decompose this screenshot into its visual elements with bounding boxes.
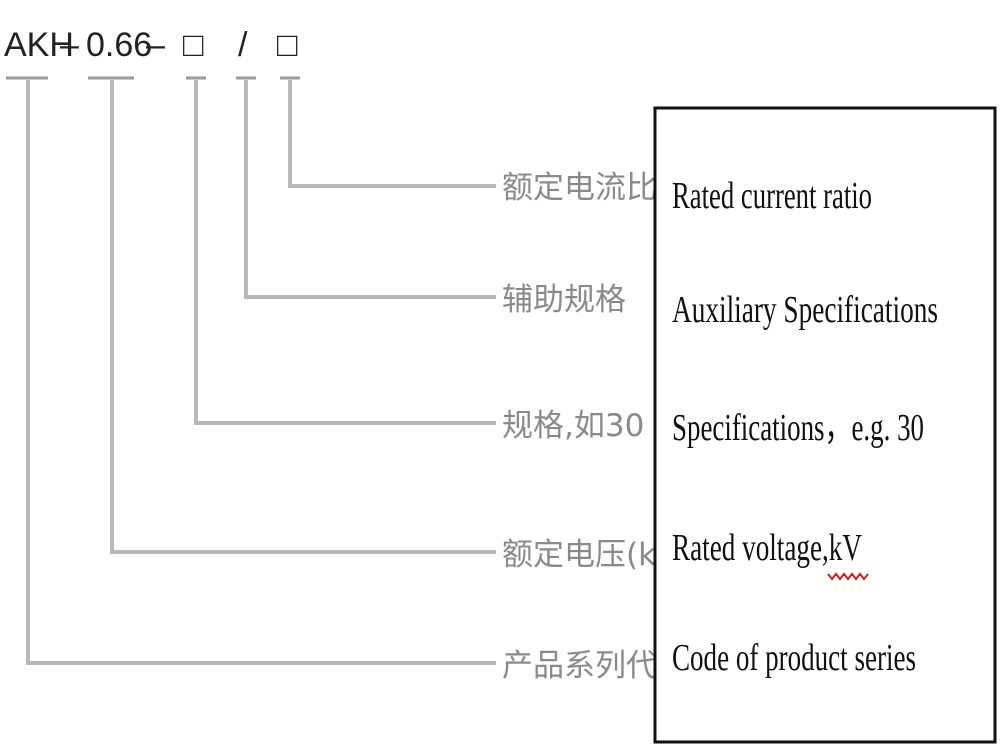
spellcheck-underline <box>827 572 869 581</box>
leader-rated-current-ratio <box>288 80 496 188</box>
code-placeholder-2: □ <box>277 26 298 64</box>
cn-label-specifications: 规格,如30 <box>502 408 644 444</box>
en-label-rated-current-ratio: Rated current ratio <box>672 175 872 217</box>
code-separator-slash: / <box>238 26 248 64</box>
en-label-specifications: Specifications，e.g. 30 <box>672 407 924 449</box>
cn-label-rated-current-ratio: 额定电流比 <box>502 170 657 206</box>
en-label-auxiliary-specifications: Auxiliary Specifications <box>672 289 938 331</box>
leader-rated-voltage <box>110 80 496 554</box>
english-legend-box <box>653 106 997 744</box>
en-label-product-series: Code of product series <box>672 637 916 679</box>
code-separator-1: – <box>60 26 79 64</box>
leader-lines <box>26 80 496 665</box>
leader-auxiliary-specifications <box>244 80 496 299</box>
english-labels: Rated current ratio Auxiliary Specificat… <box>672 175 938 679</box>
code-separator-2: – <box>146 26 165 64</box>
cn-label-auxiliary-specifications: 辅助规格 <box>502 282 626 318</box>
leader-specifications <box>194 80 496 425</box>
code-placeholder-1: □ <box>183 26 204 64</box>
en-label-rated-voltage: Rated voltage,kV <box>672 527 862 569</box>
code-prefix: AKH <box>4 26 74 64</box>
leader-product-series <box>26 80 496 665</box>
code-voltage: 0.66 <box>86 26 152 64</box>
model-code: AKH – 0.66 – □ / □ <box>4 26 298 64</box>
